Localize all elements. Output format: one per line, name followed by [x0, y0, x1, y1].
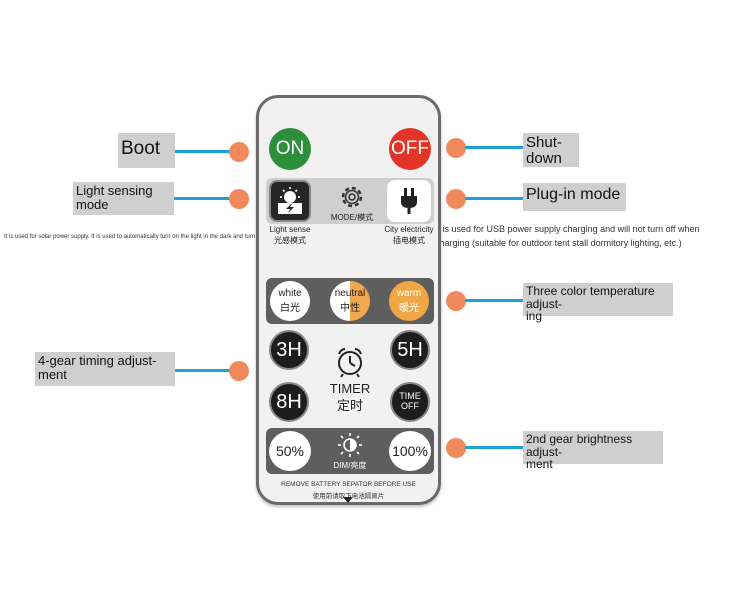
callout-shutdown: Shut- down: [523, 133, 579, 167]
light-sense-button[interactable]: [269, 180, 311, 222]
brightness-100-label: 100%: [392, 443, 428, 459]
off-button-label: OFF: [391, 138, 429, 159]
callout-boot: Boot: [118, 133, 175, 168]
callout-line-timing: [175, 369, 231, 372]
note-usb-2: charging (suitable for outdoor tent stal…: [435, 238, 682, 248]
callout-line-brightness: [465, 446, 523, 449]
timer-3h-button[interactable]: 3H: [269, 330, 309, 370]
brightness-50-label: 50%: [275, 443, 305, 459]
callout-brightness: 2nd gear brightness adjust- ment: [523, 431, 663, 471]
callout-three-color-text: Three color temperature adjust- ing: [526, 284, 655, 324]
light-sense-label-en: Light sense: [269, 225, 311, 234]
callout-dot-plugin: [446, 189, 466, 209]
light-sense-label-cn: 光感模式: [274, 236, 306, 245]
callout-brightness-text: 2nd gear brightness adjust- ment: [526, 432, 633, 472]
city-label-en: City electricity: [384, 225, 434, 234]
brightness-50-button[interactable]: 50%: [269, 431, 311, 471]
callout-plugin-text: Plug-in mode: [526, 186, 621, 203]
footer-text-en: REMOVE BATTERY SEPATOR BEFORE USE: [281, 481, 416, 488]
callout-boot-text: Boot: [121, 138, 161, 159]
note-usb-1: It is used for USB power supply charging…: [435, 224, 700, 234]
callout-dot-three-color: [446, 291, 466, 311]
callout-dot-timing: [229, 361, 249, 381]
time-off-label-2: OFF: [401, 401, 419, 411]
time-off-button[interactable]: TIME OFF: [390, 382, 430, 422]
warm-label-cn: 暖光: [399, 303, 419, 314]
remote-control: ON OFF MODE/模式 Light sense 光感模式 City ele: [256, 95, 441, 505]
white-label-cn: 白光: [280, 303, 300, 314]
callout-line-boot: [175, 150, 231, 153]
timer-8h-button[interactable]: 8H: [269, 382, 309, 422]
callout-dot-shutdown: [446, 138, 466, 158]
neutral-label-cn: 中性: [340, 303, 360, 314]
on-button-label: ON: [275, 138, 305, 159]
timer-5h-button[interactable]: 5H: [390, 330, 430, 370]
sun-battery-icon: [278, 187, 302, 214]
brightness-100-button[interactable]: 100%: [389, 431, 431, 471]
white-label-en: white: [278, 288, 302, 299]
on-button[interactable]: ON: [269, 128, 311, 170]
callout-dot-brightness: [446, 438, 466, 458]
dim-label: DIM/亮度: [333, 461, 367, 470]
callout-line-light-sensing: [174, 197, 231, 200]
callout-line-three-color: [465, 299, 523, 302]
white-light-button[interactable]: white 白光: [270, 281, 310, 321]
footer-text-cn: 使用前请取下电池隔离片: [312, 493, 385, 500]
note-solar: It is used for solar power supply. It is…: [4, 234, 314, 240]
down-arrow-icon: [343, 497, 353, 503]
callout-plugin: Plug-in mode: [523, 183, 626, 211]
warm-label-en: warm: [396, 288, 422, 299]
callout-three-color: Three color temperature adjust- ing: [523, 283, 673, 323]
city-label-cn: 插电模式: [393, 236, 425, 245]
callout-light-sensing: Light sensing mode: [73, 182, 174, 215]
timer-3h-label: 3H: [276, 338, 302, 361]
callout-light-sensing-text: Light sensing mode: [76, 183, 153, 212]
warm-light-button[interactable]: warm 暖光: [389, 281, 429, 321]
timer-5h-label: 5H: [397, 338, 423, 361]
city-electricity-button[interactable]: [387, 180, 431, 222]
mode-label: MODE/模式: [330, 213, 374, 222]
mode-gear-icon[interactable]: [337, 182, 367, 212]
callout-timing: 4-gear timing adjust- ment: [35, 352, 175, 386]
callout-dot-light-sensing: [229, 189, 249, 209]
timer-8h-label: 8H: [276, 390, 302, 413]
callout-timing-text: 4-gear timing adjust- ment: [38, 353, 157, 382]
plug-icon: [401, 188, 417, 214]
brightness-sun-icon: [336, 432, 364, 458]
neutral-label-en: neutral: [334, 288, 366, 299]
callout-line-shutdown: [465, 146, 523, 149]
off-button[interactable]: OFF: [389, 128, 431, 170]
time-off-label-1: TIME: [399, 391, 421, 402]
callout-line-plugin: [465, 197, 523, 200]
neutral-light-button[interactable]: neutral 中性: [330, 281, 370, 321]
callout-shutdown-text: Shut- down: [526, 134, 562, 167]
callout-dot-boot: [229, 142, 249, 162]
alarm-clock-icon: [335, 346, 365, 378]
timer-label-cn: 定时: [336, 398, 363, 413]
timer-label-en: TIMER: [329, 381, 371, 396]
